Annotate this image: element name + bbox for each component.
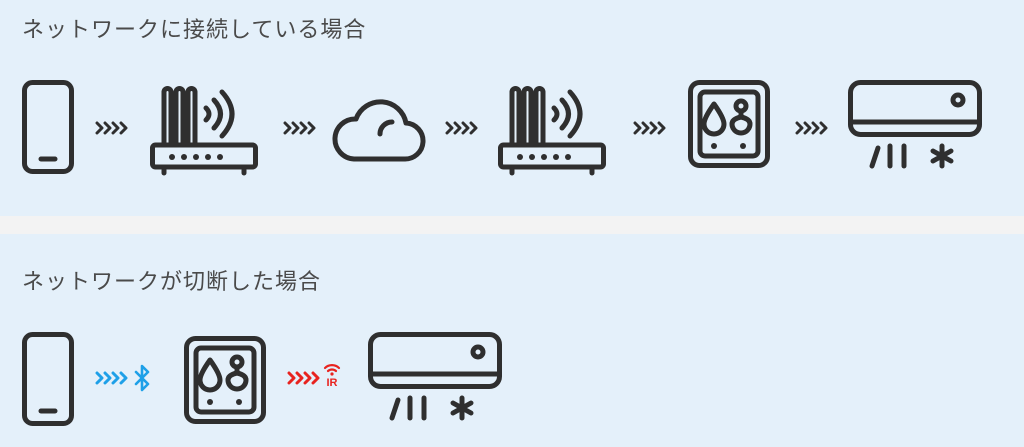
smartphone-icon xyxy=(22,332,74,426)
controller-device-icon xyxy=(688,80,770,168)
flow-arrow xyxy=(95,121,128,135)
flow-arrow xyxy=(283,121,316,135)
disconnected-panel: ネットワークが切断した場合 IR xyxy=(0,234,1024,447)
disconnected-title: ネットワークが切断した場合 xyxy=(22,270,322,295)
flow-arrow xyxy=(445,121,478,135)
smartphone-icon xyxy=(22,80,74,174)
bluetooth-icon xyxy=(134,364,150,392)
ir-label: IR xyxy=(326,377,338,389)
flow-arrow xyxy=(633,121,666,135)
bluetooth-arrow xyxy=(95,371,128,385)
router-icon xyxy=(150,86,258,176)
flow-arrow xyxy=(795,121,828,135)
connected-panel: ネットワークに接続している場合 xyxy=(0,0,1024,216)
infrared-arrow xyxy=(287,371,320,385)
air-conditioner-icon xyxy=(368,332,502,421)
cloud-icon xyxy=(332,99,426,162)
router-icon xyxy=(498,86,606,176)
connected-title: ネットワークに接続している場合 xyxy=(22,18,367,43)
air-conditioner-icon xyxy=(848,80,982,169)
controller-device-icon xyxy=(184,336,266,424)
infrared-icon xyxy=(323,364,341,376)
